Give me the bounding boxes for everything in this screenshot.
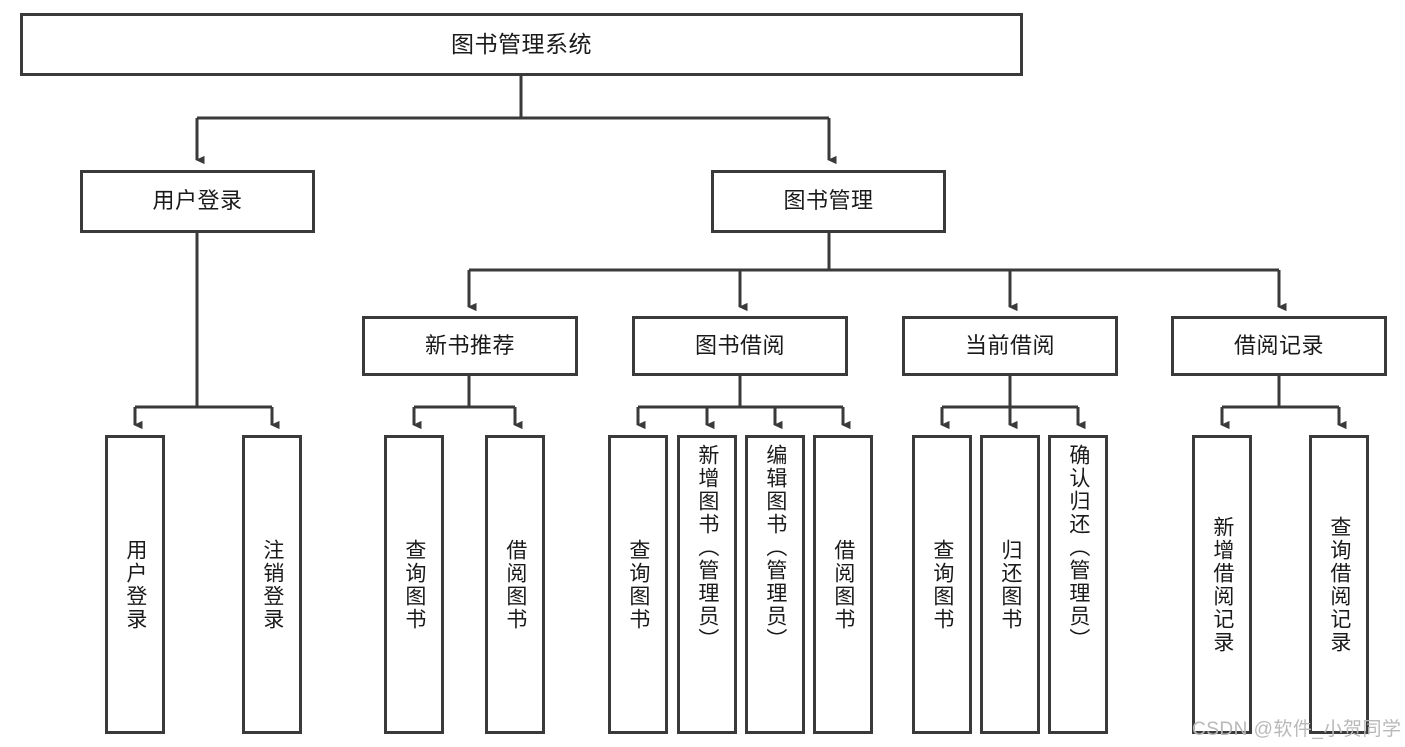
node-leaf-user-login-label: 用户登录 — [123, 538, 147, 631]
node-leaf-confirm-return-label: 确认归还（管理员） — [1066, 444, 1090, 651]
node-leaf-query-record-label: 查询借阅记录 — [1327, 515, 1351, 654]
node-book-borrow-label: 图书借阅 — [694, 332, 785, 358]
node-user-login[interactable]: 用户登录 — [80, 170, 315, 233]
node-leaf-query-book-3-label: 查询图书 — [930, 538, 954, 631]
node-leaf-query-book-3[interactable]: 查询图书 — [912, 435, 972, 734]
node-leaf-query-book-2[interactable]: 查询图书 — [608, 435, 668, 734]
node-new-book-recommend[interactable]: 新书推荐 — [362, 316, 578, 376]
node-leaf-borrow-book-1[interactable]: 借阅图书 — [485, 435, 545, 734]
node-leaf-user-login[interactable]: 用户登录 — [105, 435, 165, 734]
node-new-book-recommend-label: 新书推荐 — [424, 332, 515, 358]
node-root-label: 图书管理系统 — [451, 30, 592, 57]
node-book-borrow[interactable]: 图书借阅 — [632, 316, 848, 376]
node-leaf-query-book-2-label: 查询图书 — [626, 538, 650, 631]
node-leaf-edit-book[interactable]: 编辑图书（管理员） — [745, 435, 805, 734]
node-current-borrow[interactable]: 当前借阅 — [902, 316, 1118, 376]
node-leaf-logout-login-label: 注销登录 — [260, 538, 284, 631]
node-book-management[interactable]: 图书管理 — [711, 170, 946, 233]
node-leaf-borrow-book-2[interactable]: 借阅图书 — [813, 435, 873, 734]
node-book-management-label: 图书管理 — [783, 188, 874, 214]
node-leaf-add-book[interactable]: 新增图书（管理员） — [677, 435, 737, 734]
node-leaf-query-record[interactable]: 查询借阅记录 — [1309, 435, 1369, 734]
node-leaf-edit-book-label: 编辑图书（管理员） — [763, 444, 787, 651]
node-leaf-add-book-label: 新增图书（管理员） — [695, 444, 719, 651]
node-leaf-return-book[interactable]: 归还图书 — [980, 435, 1040, 734]
csdn-watermark: CSDN @软件_小贺同学 — [1192, 719, 1402, 740]
node-current-borrow-label: 当前借阅 — [964, 332, 1055, 358]
node-leaf-borrow-book-1-label: 借阅图书 — [503, 538, 527, 631]
node-user-login-label: 用户登录 — [152, 188, 243, 214]
node-leaf-borrow-book-2-label: 借阅图书 — [831, 538, 855, 631]
node-leaf-confirm-return[interactable]: 确认归还（管理员） — [1048, 435, 1108, 734]
node-borrow-record-label: 借阅记录 — [1233, 332, 1324, 358]
node-borrow-record[interactable]: 借阅记录 — [1171, 316, 1387, 376]
node-root[interactable]: 图书管理系统 — [20, 13, 1023, 76]
node-leaf-return-book-label: 归还图书 — [998, 538, 1022, 631]
node-leaf-add-record[interactable]: 新增借阅记录 — [1192, 435, 1252, 734]
node-leaf-logout-login[interactable]: 注销登录 — [242, 435, 302, 734]
node-leaf-query-book-1-label: 查询图书 — [402, 538, 426, 631]
node-leaf-query-book-1[interactable]: 查询图书 — [384, 435, 444, 734]
node-leaf-add-record-label: 新增借阅记录 — [1210, 515, 1234, 654]
